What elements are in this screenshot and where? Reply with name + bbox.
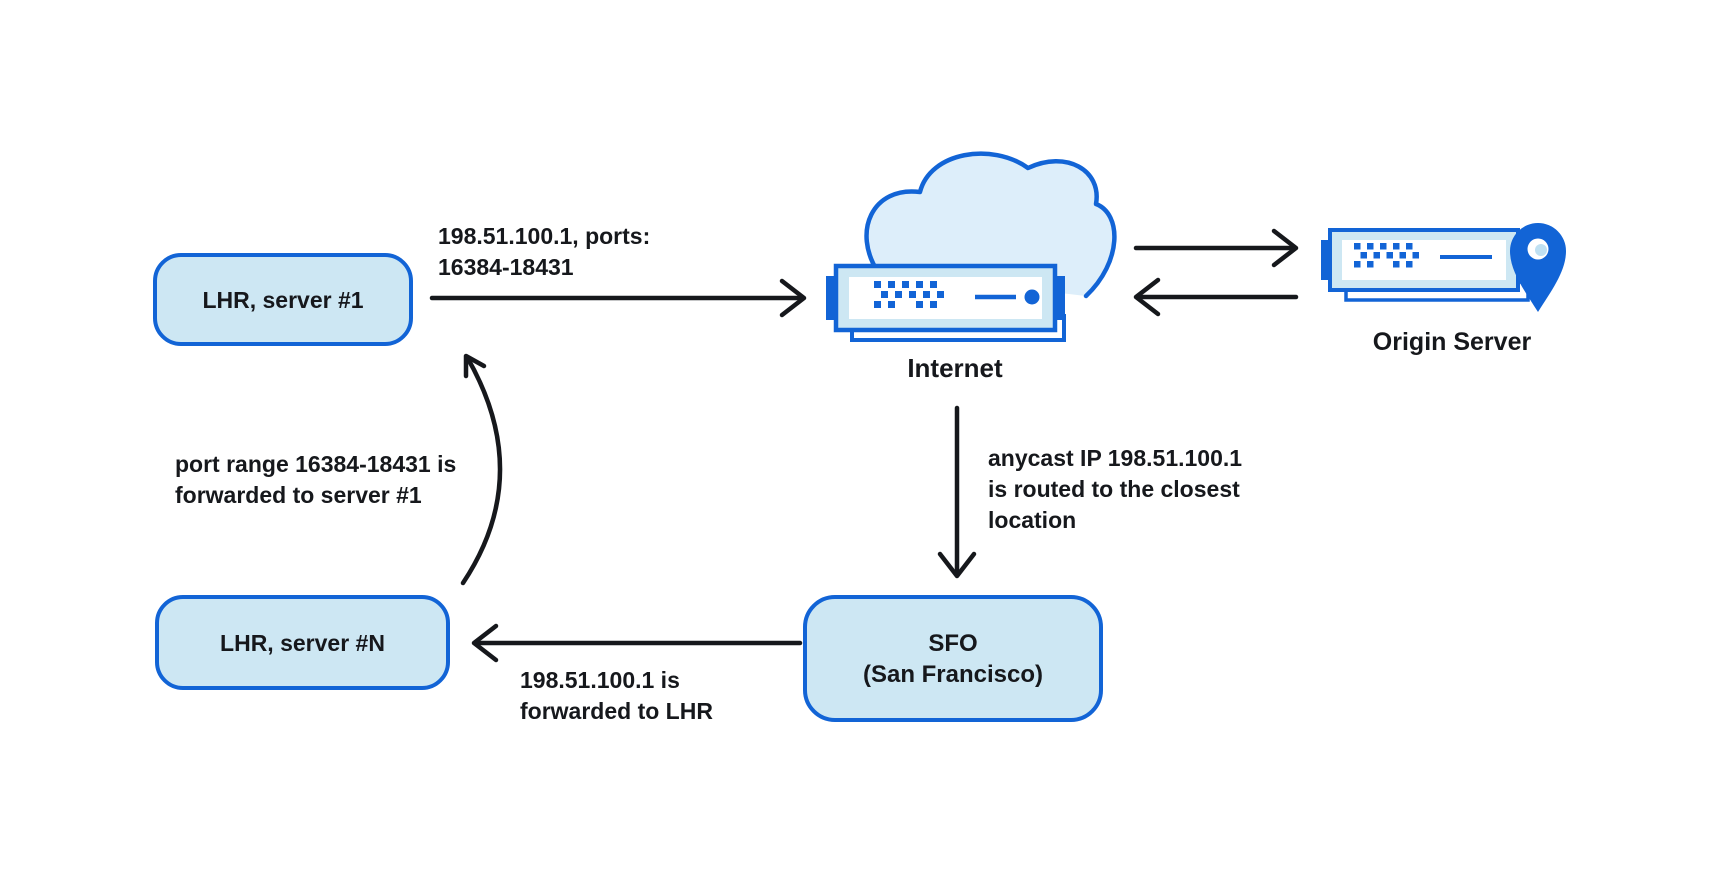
node-label: LHR, server #1 — [202, 286, 364, 313]
server-face — [1342, 240, 1506, 280]
internet-cloud-icon — [864, 151, 1117, 299]
label-port-range-forwarding: port range 16384-18431 is forwarded to s… — [175, 451, 457, 508]
arrow-lhrn-to-lhr1-curved — [460, 353, 503, 586]
server-dot-matrix — [1354, 243, 1419, 268]
node-label-line: SFO — [928, 629, 978, 657]
label-anycast-ip-ports: 198.51.100.1, ports: 16384-18431 — [438, 223, 651, 280]
node-lhr-server-1: LHR, server #1 — [153, 253, 413, 346]
node-label-line: (San Francisco) — [862, 660, 1044, 688]
arrow-origin-to-internet — [1133, 277, 1299, 317]
label-forwarded-to-lhr: 198.51.100.1 is forwarded to LHR — [520, 667, 713, 724]
arrow-sfo-to-lhrn — [471, 623, 803, 663]
node-lhr-server-n: LHR, server #N — [155, 595, 450, 690]
origin-server-caption: Origin Server — [1372, 328, 1532, 356]
node-sfo: SFO (San Francisco) — [803, 595, 1103, 722]
arrow-lhr1-to-internet — [429, 278, 807, 318]
server-led-dot — [1024, 289, 1040, 305]
server-dot-matrix — [874, 281, 944, 308]
arrow-internet-to-sfo — [937, 405, 977, 579]
label-anycast-routing: anycast IP 198.51.100.1 is routed to the… — [988, 445, 1243, 533]
cloud-shape — [864, 151, 1117, 299]
origin-server-icon — [1321, 223, 1566, 312]
internet-caption: Internet — [907, 353, 1003, 383]
node-label: LHR, server #N — [220, 629, 385, 656]
location-pin-icon — [1510, 223, 1566, 312]
internet-server-icon — [826, 263, 1066, 342]
arrow-internet-to-origin — [1133, 228, 1299, 268]
